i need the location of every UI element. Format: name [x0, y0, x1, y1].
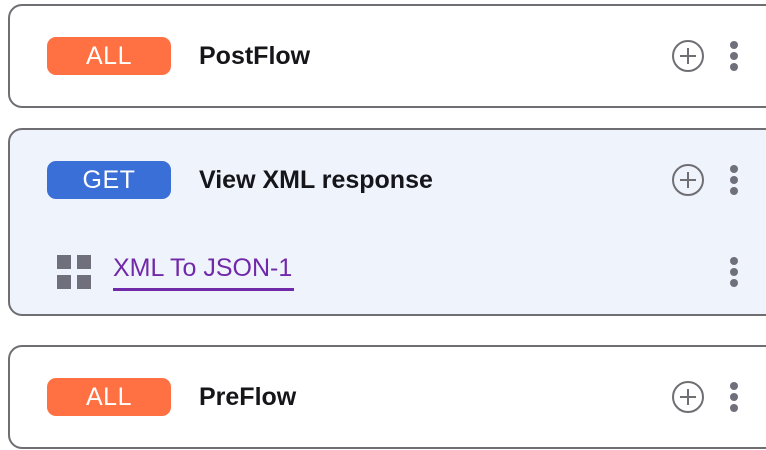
flow-actions [672, 381, 738, 413]
grid-square [77, 275, 91, 289]
flow-card-postflow[interactable]: ALL PostFlow [8, 4, 766, 108]
kebab-dot [730, 176, 738, 184]
circle-plus-icon[interactable] [672, 40, 704, 72]
kebab-dot [730, 187, 738, 195]
flow-card-preflow[interactable]: ALL PreFlow [8, 345, 766, 449]
kebab-menu-icon[interactable] [730, 41, 738, 71]
flow-title: PreFlow [199, 382, 297, 411]
flow-header-row[interactable]: GET View XML response [10, 130, 766, 230]
flow-header-row[interactable]: ALL PostFlow [10, 6, 766, 106]
kebab-menu-icon[interactable] [730, 257, 738, 287]
kebab-dot [730, 393, 738, 401]
kebab-menu-icon[interactable] [730, 165, 738, 195]
kebab-dot [730, 257, 738, 265]
policy-actions [730, 257, 738, 287]
grid-square [57, 255, 71, 269]
kebab-dot [730, 52, 738, 60]
kebab-dot [730, 279, 738, 287]
grid-square [77, 255, 91, 269]
grid-square [57, 275, 71, 289]
kebab-dot [730, 63, 738, 71]
circle-plus-icon[interactable] [672, 381, 704, 413]
method-badge-all: ALL [47, 37, 171, 75]
policy-row[interactable]: XML To JSON-1 [10, 230, 766, 314]
circle-plus-icon[interactable] [672, 164, 704, 196]
kebab-menu-icon[interactable] [730, 382, 738, 412]
method-badge-all: ALL [47, 378, 171, 416]
kebab-dot [730, 268, 738, 276]
kebab-dot [730, 41, 738, 49]
flow-title: View XML response [199, 165, 433, 194]
flow-header-row[interactable]: ALL PreFlow [10, 347, 766, 447]
flow-actions [672, 40, 738, 72]
kebab-dot [730, 404, 738, 412]
kebab-dot [730, 382, 738, 390]
flow-card-view-xml-response[interactable]: GET View XML response XML To JSON-1 [8, 128, 766, 316]
policy-link-xml-to-json[interactable]: XML To JSON-1 [113, 254, 295, 291]
grid-2x2-icon [57, 255, 91, 289]
method-badge-get: GET [47, 161, 171, 199]
flow-title: PostFlow [199, 41, 311, 70]
kebab-dot [730, 165, 738, 173]
flow-actions [672, 164, 738, 196]
